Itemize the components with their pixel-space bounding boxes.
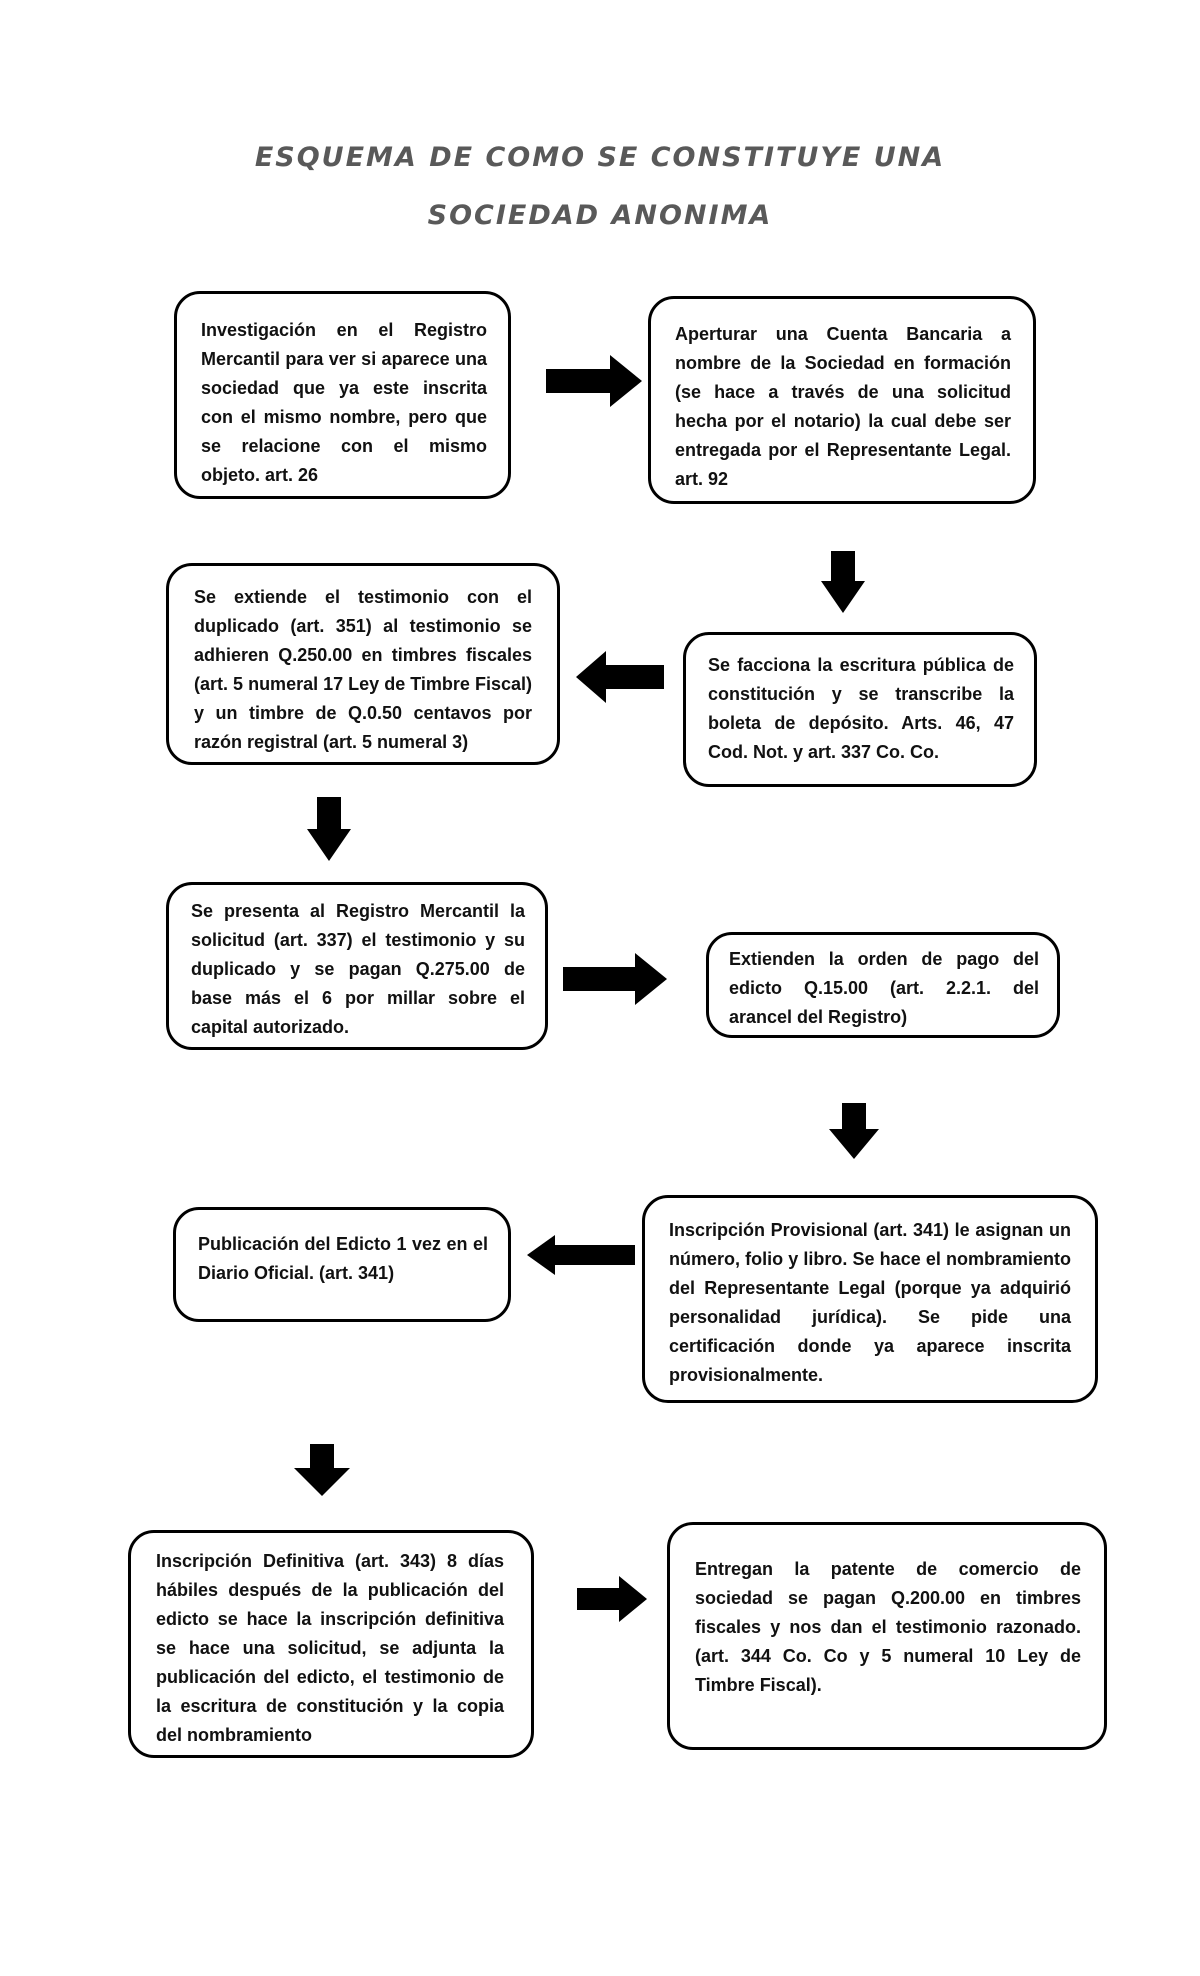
step-box-7: Inscripción Provisional (art. 341) le as…: [642, 1195, 1098, 1403]
arrow-right-icon: [546, 355, 642, 407]
step-box-5: Se presenta al Registro Mercantil la sol…: [166, 882, 548, 1050]
step-text-2: Aperturar una Cuenta Bancaria a nombre d…: [675, 324, 1011, 489]
step-text-10: Entregan la patente de comercio de socie…: [695, 1559, 1081, 1695]
step-text-9: Inscripción Definitiva (art. 343) 8 días…: [156, 1551, 504, 1745]
step-box-8: Publicación del Edicto 1 vez en el Diari…: [173, 1207, 511, 1322]
step-box-1: Investigación en el Registro Mercantil p…: [174, 291, 511, 499]
step-text-1: Investigación en el Registro Mercantil p…: [201, 320, 487, 485]
arrow-right-icon: [577, 1576, 647, 1622]
step-text-8: Publicación del Edicto 1 vez en el Diari…: [198, 1234, 488, 1283]
arrow-left-icon: [576, 651, 664, 703]
arrow-right-icon: [563, 953, 667, 1005]
step-text-6: Extienden la orden de pago del edicto Q.…: [729, 949, 1039, 1027]
step-box-10: Entregan la patente de comercio de socie…: [667, 1522, 1107, 1750]
step-box-6: Extienden la orden de pago del edicto Q.…: [706, 932, 1060, 1038]
step-box-2: Aperturar una Cuenta Bancaria a nombre d…: [648, 296, 1036, 504]
step-text-5: Se presenta al Registro Mercantil la sol…: [191, 901, 525, 1037]
arrow-down-icon: [294, 1444, 350, 1496]
step-text-7: Inscripción Provisional (art. 341) le as…: [669, 1220, 1071, 1385]
diagram-title-line-2: SOCIEDAD ANONIMA: [427, 200, 773, 231]
arrow-left-icon: [527, 1235, 635, 1275]
step-text-4: Se extiende el testimonio con el duplica…: [194, 587, 532, 752]
step-text-3: Se facciona la escritura pública de cons…: [708, 655, 1014, 762]
step-box-3: Se facciona la escritura pública de cons…: [683, 632, 1037, 787]
step-box-4: Se extiende el testimonio con el duplica…: [166, 563, 560, 765]
arrow-down-icon: [829, 1103, 879, 1159]
step-box-9: Inscripción Definitiva (art. 343) 8 días…: [128, 1530, 534, 1758]
arrow-down-icon: [307, 797, 351, 861]
arrow-down-icon: [821, 551, 865, 613]
diagram-title-line-1: ESQUEMA DE COMO SE CONSTITUYE UNA: [254, 142, 946, 173]
